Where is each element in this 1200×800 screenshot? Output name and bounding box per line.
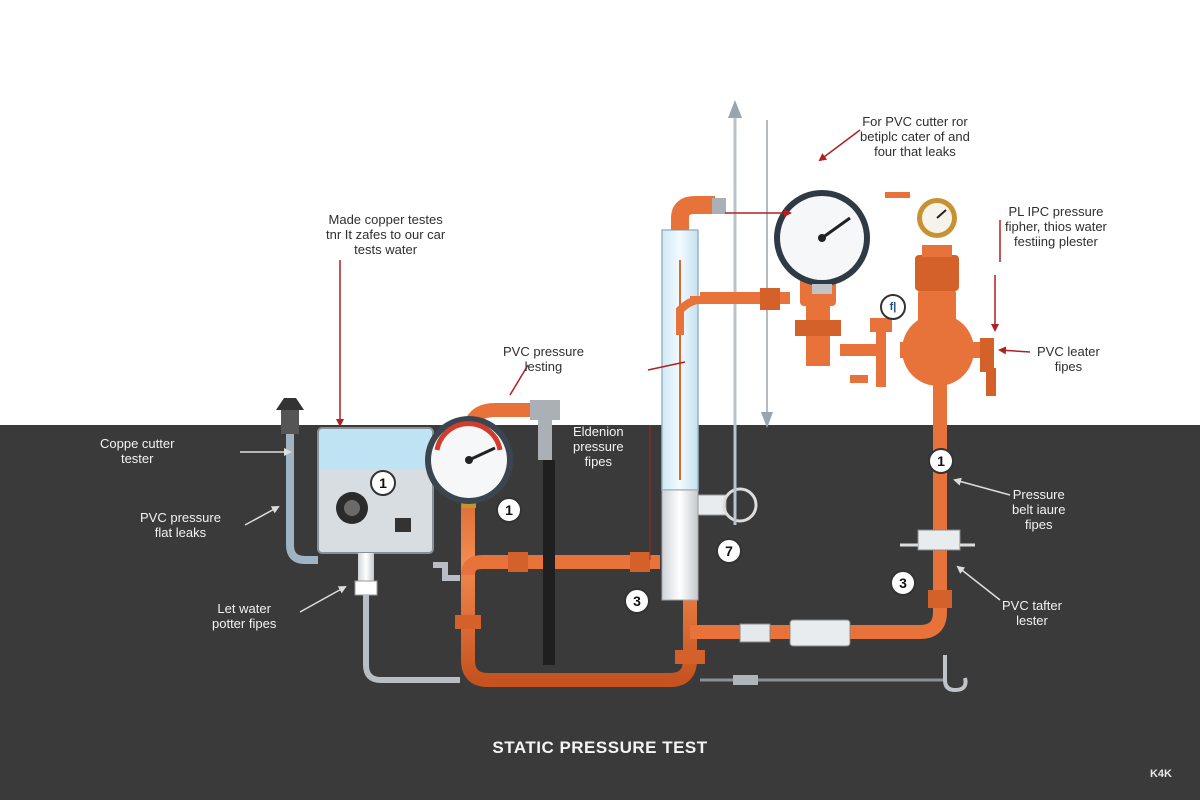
loop-pressure-gauge [425, 416, 513, 508]
leader-lines [240, 129, 1031, 613]
marker-pipe-right: 1 [928, 448, 954, 474]
right-valve-assembly [885, 192, 996, 608]
marker-tee-center: 7 [716, 538, 742, 564]
marker-gauge: 1 [496, 497, 522, 523]
marker-valve-tag: f| [880, 294, 906, 320]
watermark: K4K [1149, 768, 1172, 780]
marker-tank: 1 [370, 470, 396, 496]
marker-bottom-left: 3 [624, 588, 650, 614]
main-pressure-gauge [700, 190, 892, 387]
diagram-title: STATIC PRESSURE TEST [492, 738, 708, 757]
water-tank-unit [276, 398, 460, 683]
marker-right-lower: 3 [890, 570, 916, 596]
sight-tube-assembly [661, 100, 773, 601]
floor [0, 425, 1200, 800]
